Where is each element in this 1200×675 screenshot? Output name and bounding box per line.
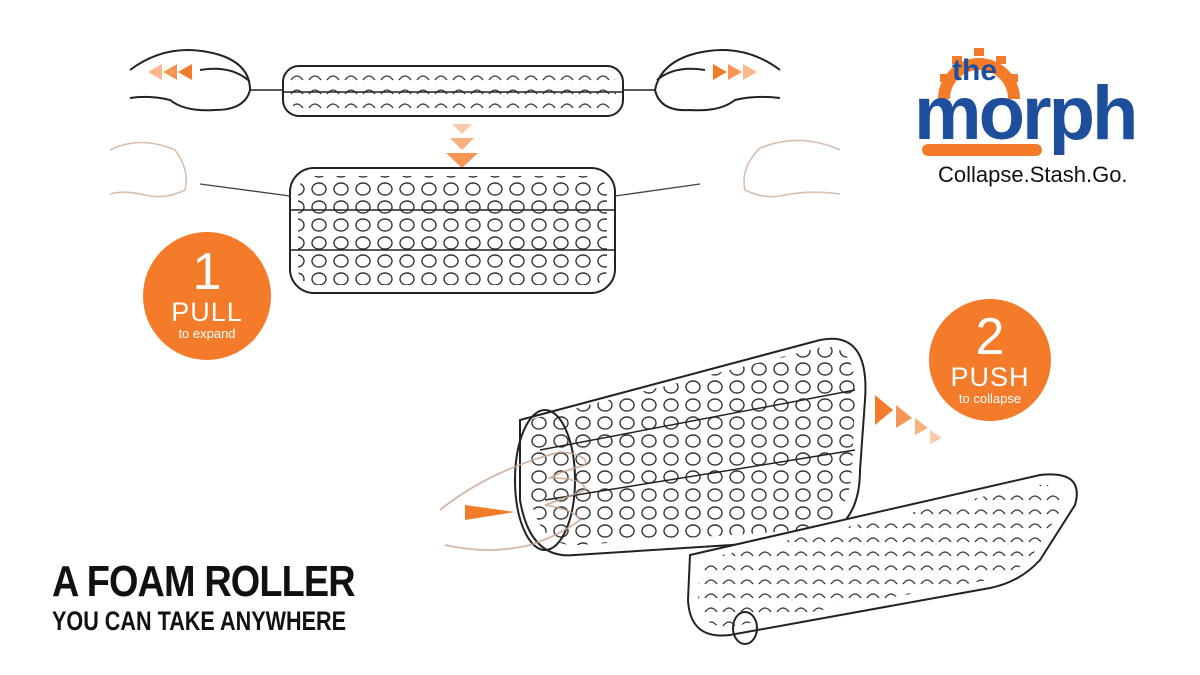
hand-icon	[439, 451, 587, 551]
logo-underline	[922, 144, 1042, 156]
brand-logo: the morph Collapse.Stash.Go.	[912, 44, 1152, 194]
logo-name: morph	[914, 71, 1138, 156]
hand-icon	[743, 139, 841, 198]
hand-icon	[129, 49, 252, 112]
step-badge-push: 2 PUSH to collapse	[929, 299, 1051, 421]
logo-tagline: Collapse.Stash.Go.	[938, 162, 1128, 187]
step-badge-pull: 1 PULL to expand	[143, 232, 271, 360]
step-verb: PULL	[171, 297, 243, 327]
step-number: 2	[975, 308, 1005, 366]
foam-pad	[686, 473, 1078, 645]
foam-roller-icon	[514, 337, 867, 557]
hand-icon	[109, 141, 188, 198]
step-subtext: to collapse	[958, 391, 1022, 406]
gear-icon	[938, 48, 1020, 100]
arrow-icon	[148, 64, 757, 80]
logo-prefix: the	[952, 54, 997, 87]
foam-roller-icon	[199, 167, 701, 294]
thin-roller	[250, 65, 655, 117]
arrow-icon	[465, 395, 942, 520]
headline: A FOAM ROLLER	[52, 557, 356, 606]
subheadline: YOU CAN TAKE ANYWHERE	[52, 606, 347, 636]
hand-icon	[653, 49, 781, 112]
step-number: 1	[192, 243, 222, 301]
step-subtext: to expand	[178, 326, 236, 341]
step-verb: PUSH	[950, 362, 1030, 392]
